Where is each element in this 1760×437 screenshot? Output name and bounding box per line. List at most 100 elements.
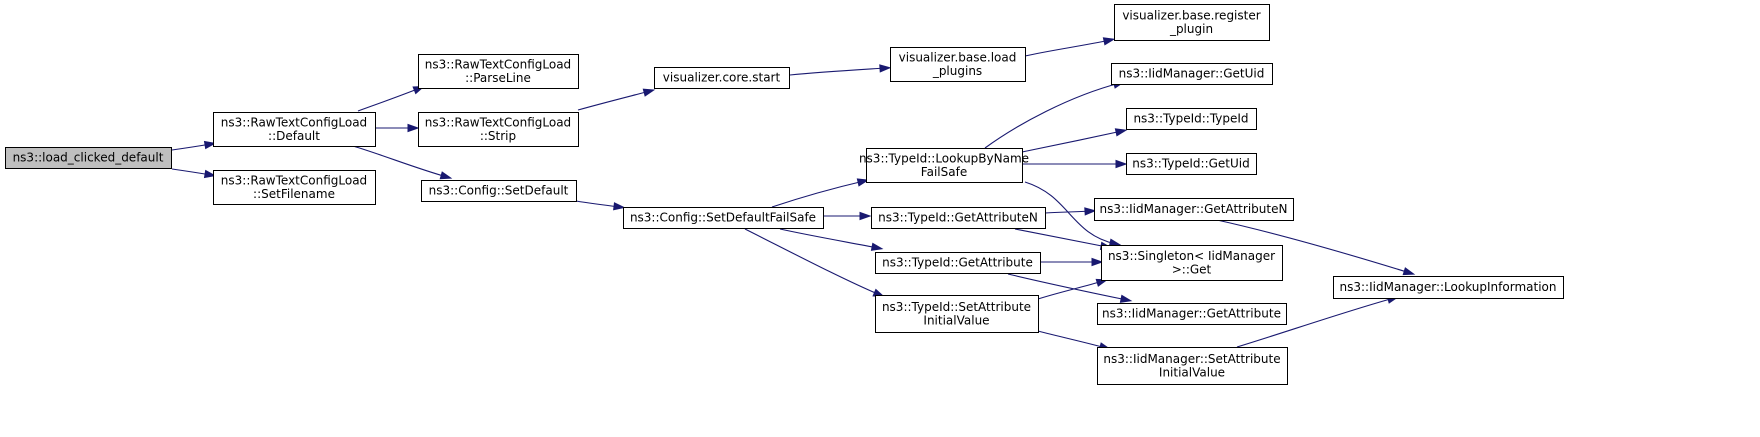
edge-typeid_setattrinit-to-iid_setattrinit (1037, 330, 1107, 349)
node-label: ns3::TypeId::SetAttribute (882, 300, 1031, 314)
node-box (1126, 108, 1257, 130)
node-typeid-getattribute[interactable]: ns3::TypeId::GetAttribute (875, 252, 1041, 274)
node-label: ns3::IidManager::SetAttribute (1103, 352, 1280, 366)
node-label: ns3::Singleton< IidManager (1108, 249, 1275, 263)
node-box (875, 295, 1039, 333)
node-label: InitialValue (1159, 365, 1225, 379)
node-label: ns3::RawTextConfigLoad (425, 57, 571, 71)
node-box (871, 207, 1046, 229)
edge-rtcl_default-to-config_setdefault (352, 145, 448, 178)
edge-arrowhead (879, 64, 892, 73)
node-box (866, 148, 1023, 183)
edge-arrowhead (1084, 207, 1097, 216)
node-label: ns3::RawTextConfigLoad (221, 173, 367, 187)
node-box (1111, 63, 1273, 85)
edge-arrowhead (439, 171, 453, 180)
node-singleton-get[interactable]: ns3::Singleton< IidManager>::Get (1101, 245, 1283, 281)
edge-typeid_setattrinit-to-singleton_get (1037, 280, 1104, 300)
node-box (1333, 276, 1564, 299)
node-label: _plugin (1169, 22, 1213, 36)
edge-arrowhead (1115, 159, 1128, 169)
edge-config_setdefault-to-config_setdefaultfailsafe (575, 200, 621, 208)
node-rtcl-default[interactable]: ns3::RawTextConfigLoad::Default (213, 112, 376, 147)
node-box (418, 112, 579, 147)
node-label: ::ParseLine (465, 71, 531, 85)
edge-arrowhead (613, 202, 626, 211)
node-label: ns3::TypeId::TypeId (1133, 112, 1248, 126)
node-label: ns3::RawTextConfigLoad (221, 115, 367, 129)
node-label: ns3::RawTextConfigLoad (425, 115, 571, 129)
node-rtcl-strip[interactable]: ns3::RawTextConfigLoad::Strip (418, 112, 579, 147)
node-box (418, 54, 579, 89)
call-graph-nodes: ns3::load_clicked_defaultns3::RawTextCon… (5, 4, 1564, 385)
node-label: ns3::IidManager::GetAttribute (1102, 307, 1281, 321)
node-box (213, 170, 376, 205)
edge-arrowhead (1102, 37, 1116, 46)
node-viz-core-start[interactable]: visualizer.core.start (654, 67, 790, 89)
node-label: ns3::TypeId::LookupByName (859, 151, 1029, 165)
edge-arrowhead (856, 178, 870, 187)
node-box (1126, 153, 1257, 175)
node-label: InitialValue (923, 313, 989, 327)
node-label: ::SetFilename (253, 187, 335, 201)
edge-typeid_getattributen-to-singleton_get (1014, 228, 1108, 248)
edge-arrowhead (859, 211, 872, 221)
node-label: ns3::IidManager::GetAttributeN (1100, 202, 1288, 216)
node-typeid-getuid[interactable]: ns3::TypeId::GetUid (1126, 153, 1257, 175)
node-box (5, 147, 172, 169)
node-label: visualizer.base.register (1122, 8, 1260, 22)
node-label: ns3::IidManager::GetUid (1119, 67, 1265, 81)
edge-arrowhead (407, 123, 420, 133)
edge-arrowhead (1119, 294, 1133, 303)
node-box (654, 67, 790, 89)
node-viz-base-register-plugin[interactable]: visualizer.base.register_plugin (1114, 4, 1270, 41)
node-typeid-typeid[interactable]: ns3::TypeId::TypeId (1126, 108, 1257, 130)
edge-arrowhead (203, 140, 217, 150)
node-box (890, 47, 1026, 82)
node-box (421, 180, 577, 202)
node-label: >::Get (1172, 262, 1212, 276)
node-config-setdefault[interactable]: ns3::Config::SetDefault (421, 180, 577, 202)
node-label: ns3::IidManager::LookupInformation (1340, 280, 1557, 294)
edge-arrowhead (1091, 257, 1104, 267)
edge-viz_base_load_plugins-to-viz_base_register_plugin (1024, 39, 1111, 57)
node-label: visualizer.base.load (899, 50, 1017, 64)
edge-rtcl_strip-to-viz_core_start (577, 90, 651, 111)
node-load-clicked-default[interactable]: ns3::load_clicked_default (5, 147, 172, 169)
node-label: ns3::TypeId::GetUid (1132, 157, 1250, 171)
node-label: FailSafe (921, 165, 967, 179)
node-viz-base-load-plugins[interactable]: visualizer.base.load_plugins (890, 47, 1026, 82)
edge-arrowhead (203, 169, 217, 179)
node-label: ::Strip (480, 129, 516, 143)
node-box (1094, 198, 1294, 221)
node-box (1114, 4, 1270, 41)
edge-arrowhead (1114, 128, 1128, 137)
edge-arrowhead (1402, 267, 1416, 276)
node-config-setdefaultfailsafe[interactable]: ns3::Config::SetDefaultFailSafe (623, 207, 824, 229)
node-label: ns3::load_clicked_default (13, 151, 164, 165)
node-label: ::Default (268, 129, 320, 143)
node-iid-lookupinfo[interactable]: ns3::IidManager::LookupInformation (1333, 276, 1564, 299)
node-label: ns3::Config::SetDefaultFailSafe (630, 211, 816, 225)
node-box (213, 112, 376, 147)
node-label: ns3::TypeId::GetAttribute (882, 256, 1033, 270)
edge-typeid_lookupbyname-to-iid_getuid (984, 82, 1121, 149)
node-rtcl-setfilename[interactable]: ns3::RawTextConfigLoad::SetFilename (213, 170, 376, 205)
node-rtcl-parseline[interactable]: ns3::RawTextConfigLoad::ParseLine (418, 54, 579, 89)
node-box (623, 207, 824, 229)
node-label: ns3::Config::SetDefault (429, 184, 569, 198)
node-iid-getattributen[interactable]: ns3::IidManager::GetAttributeN (1094, 198, 1294, 221)
edge-iid_setattrinit-to-iid_lookupinfo (1236, 297, 1395, 348)
edge-typeid_lookupbyname-to-singleton_get (1024, 181, 1117, 245)
edge-arrowhead (870, 242, 884, 251)
node-iid-setattrinit[interactable]: ns3::IidManager::SetAttributeInitialValu… (1097, 347, 1288, 385)
node-iid-getattribute[interactable]: ns3::IidManager::GetAttribute (1097, 303, 1287, 325)
edge-rtcl_default-to-rtcl_parseline (357, 87, 421, 112)
node-iid-getuid[interactable]: ns3::IidManager::GetUid (1111, 63, 1273, 85)
edge-typeid_lookupbyname-to-typeid_typeid (1021, 130, 1123, 153)
node-typeid-getattributen[interactable]: ns3::TypeId::GetAttributeN (871, 207, 1046, 229)
node-box (1101, 245, 1283, 281)
